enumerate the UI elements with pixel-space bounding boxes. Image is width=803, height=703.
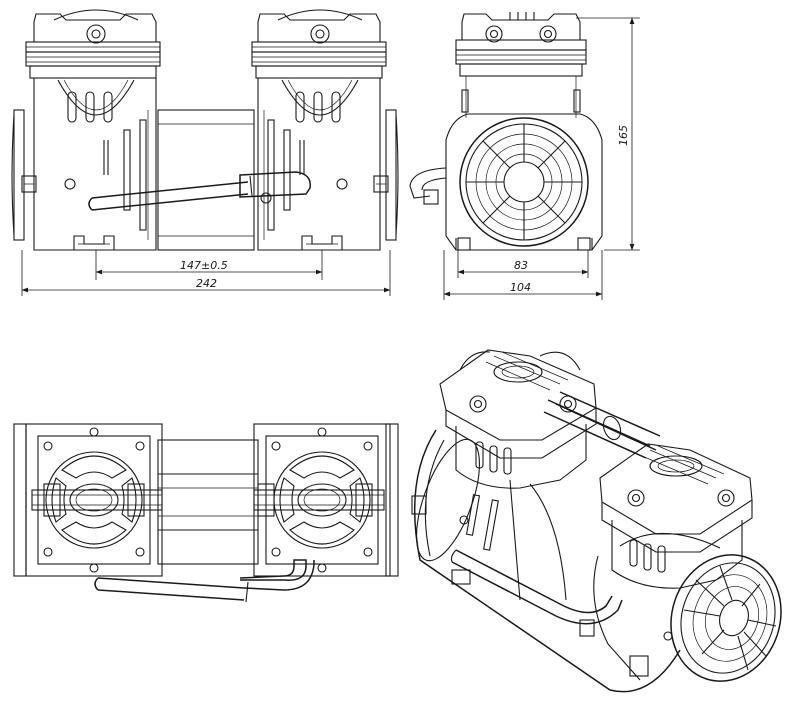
iso-tube	[450, 549, 623, 625]
dim-overall-height: 165	[617, 125, 630, 146]
dim-mount-spacing: 147±0.5	[180, 259, 228, 272]
iso-view	[411, 349, 782, 693]
iso-fan	[670, 554, 782, 682]
dim-overall-length: 242	[196, 277, 217, 290]
dim-overall-width: 104	[510, 281, 531, 294]
side-fan	[459, 117, 589, 247]
top-tube	[94, 559, 315, 603]
front-dimensions: 147±0.5 242	[21, 250, 391, 296]
dim-fan-width: 83	[514, 259, 528, 272]
iso-top-pipes	[543, 391, 661, 459]
top-left-cylinder	[25, 423, 163, 577]
front-connecting-tube	[88, 171, 311, 211]
front-left-cylinder	[21, 9, 161, 251]
side-dimensions: 83 104 165	[443, 17, 640, 300]
top-view	[13, 423, 399, 603]
front-right-cylinder	[251, 9, 389, 251]
iso-back-head	[439, 349, 597, 489]
front-view	[11, 9, 399, 251]
iso-front-head	[599, 443, 753, 589]
top-right-cylinder	[253, 423, 391, 577]
side-view	[409, 12, 603, 251]
